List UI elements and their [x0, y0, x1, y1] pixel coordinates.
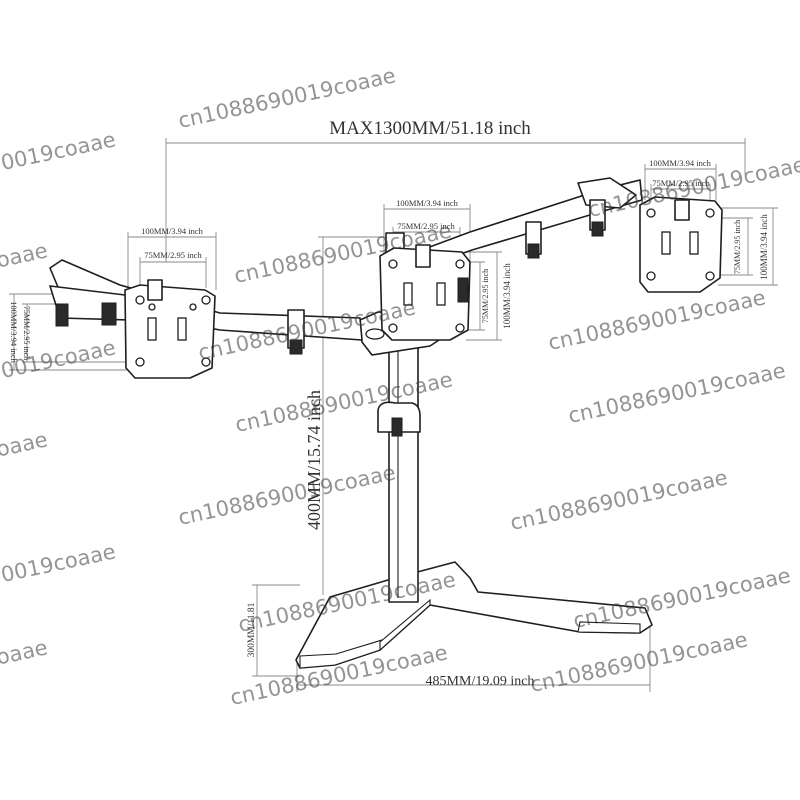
watermark: cn1088690019coaae	[176, 460, 398, 530]
watermark: cn1088690019coaae	[546, 285, 768, 355]
stand-drawing	[49, 177, 723, 669]
watermark: cn1088690019coaae	[0, 127, 118, 197]
max-span-label: MAX1300MM/51.18 inch	[329, 118, 531, 139]
left-arm	[49, 259, 363, 355]
left-vesa-plate	[124, 279, 216, 379]
center-vesa-inner-label: 75MM/2.95 inch	[397, 221, 455, 231]
watermark: cn1088690019coaae	[0, 539, 118, 609]
pole	[377, 339, 421, 603]
watermark: cn1088690019coaae	[0, 427, 50, 497]
base-plate	[295, 561, 653, 669]
watermark: cn1088690019coaae	[508, 465, 730, 535]
left-vesa-v-outer-label: 100MM/3.94 inch	[9, 301, 19, 364]
center-vesa-v-inner-label: 75MM/2.95 inch	[481, 269, 490, 323]
right-vesa-inner-label: 75MM/2.95 inch	[652, 178, 710, 188]
watermark: cn1088690019coaae	[566, 358, 788, 428]
base-width-label: 485MM/19.09 inch	[426, 674, 535, 689]
right-vesa-v-outer-label: 100MM/3.94 inch	[759, 214, 769, 280]
base-depth-label: 300MM/11.81	[247, 602, 257, 657]
center-vesa-plate	[379, 244, 471, 341]
left-vesa-outer-label: 100MM/3.94 inch	[141, 226, 204, 236]
center-vesa-outer-label: 100MM/3.94 inch	[396, 198, 459, 208]
watermark: cn1088690019coaae	[571, 563, 793, 633]
pole-height-label: 400MM/15.74 inch	[304, 390, 324, 530]
dimension-labels: MAX1300MM/51.18 inch 100MM/3.94 inch 75M…	[9, 118, 769, 689]
watermark: cn1088690019coaae	[0, 238, 50, 308]
dimension-lines	[9, 138, 778, 692]
watermark: cn1088690019coaae	[528, 627, 750, 697]
watermark: cn1088690019coaae	[0, 635, 50, 705]
right-vesa-plate	[639, 196, 723, 293]
watermark: cn1088690019coaae	[233, 367, 455, 437]
right-vesa-v-inner-label: 75MM/2.95 inch	[733, 220, 742, 274]
left-vesa-v-inner-label: 75MM/2.95 inch	[22, 306, 31, 360]
right-vesa-outer-label: 100MM/3.94 inch	[649, 158, 712, 168]
left-vesa-inner-label: 75MM/2.95 inch	[144, 250, 202, 260]
center-vesa-v-outer-label: 100MM/3.94 inch	[502, 263, 512, 329]
